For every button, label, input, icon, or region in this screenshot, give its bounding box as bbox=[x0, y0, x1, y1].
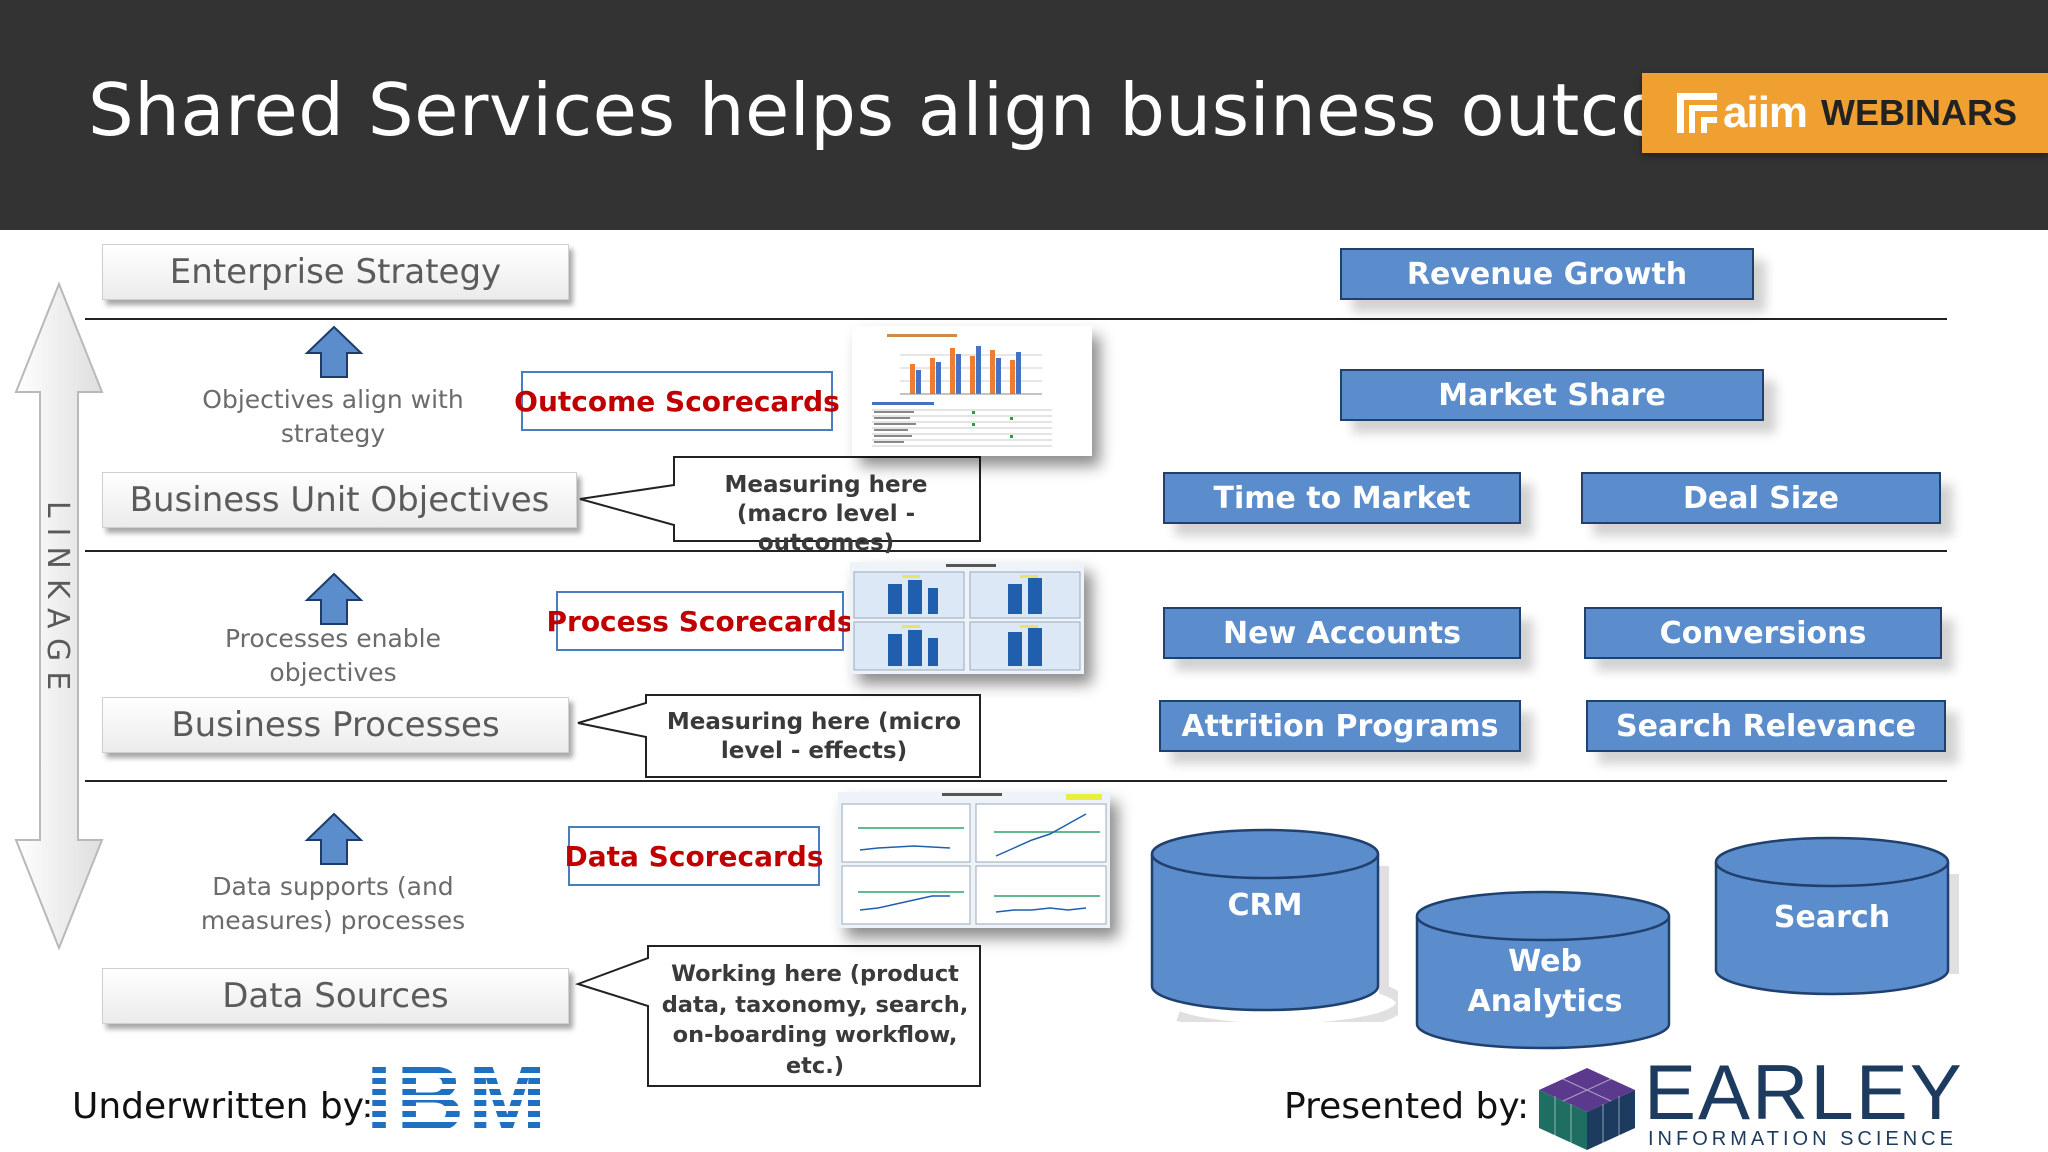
metric-deal-size: Deal Size bbox=[1581, 472, 1941, 524]
search-database-icon bbox=[1714, 836, 1959, 996]
aiim-webinars-logo: aiim WEBINARS bbox=[1642, 73, 2048, 153]
earley-logo-name: EARLEY bbox=[1644, 1048, 1964, 1136]
micro-callout-pointer bbox=[577, 694, 981, 778]
data-thumbnail-graphic bbox=[838, 792, 1110, 928]
up-arrow-icon bbox=[304, 572, 364, 625]
outcome-thumbnail-graphic bbox=[852, 326, 1092, 456]
metric-time-to-market: Time to Market bbox=[1163, 472, 1521, 524]
process-scorecard-thumbnail bbox=[850, 562, 1084, 674]
ibm-stripes bbox=[366, 1062, 576, 1133]
web-analytics-label: Web Analytics bbox=[1467, 944, 1623, 1019]
linkage-double-arrow bbox=[14, 281, 104, 951]
level-enterprise-strategy: Enterprise Strategy bbox=[102, 244, 569, 300]
caption-objectives: Objectives align with strategy bbox=[202, 385, 464, 448]
callout-macro: Measuring here (macro level - outcomes) bbox=[724, 472, 928, 556]
data-scorecard-thumbnail bbox=[838, 792, 1110, 928]
underwritten-by-label: Underwritten by: bbox=[72, 1086, 374, 1127]
outcome-scorecards-label: Outcome Scorecards bbox=[514, 371, 840, 431]
working-callout-pointer bbox=[574, 945, 981, 1087]
process-thumbnail-graphic bbox=[850, 562, 1084, 674]
macro-callout-pointer bbox=[579, 456, 981, 542]
metric-conversions: Conversions bbox=[1584, 607, 1942, 659]
linkage-label-wrap: LINKAGE bbox=[28, 490, 88, 710]
metric-market-share: Market Share bbox=[1340, 369, 1764, 421]
aiim-webinars-text: WEBINARS bbox=[1821, 92, 2018, 133]
caption-data: Data supports (and measures) processes bbox=[200, 872, 466, 935]
metric-search-relevance: Search Relevance bbox=[1586, 700, 1946, 752]
earley-logo-tagline: INFORMATION SCIENCE bbox=[1648, 1128, 1957, 1150]
earley-cube-icon bbox=[1539, 1068, 1635, 1150]
presented-by-label: Presented by: bbox=[1284, 1086, 1530, 1127]
aiim-logo-text: aiim bbox=[1723, 88, 1808, 137]
data-scorecards-label: Data Scorecards bbox=[565, 826, 824, 886]
metric-new-accounts: New Accounts bbox=[1163, 607, 1521, 659]
callout-working: Working here (product data, taxonomy, se… bbox=[661, 961, 969, 1079]
caption-processes: Processes enable objectives bbox=[225, 624, 441, 687]
up-arrow-icon bbox=[304, 812, 364, 865]
web-analytics-database-icon bbox=[1415, 890, 1671, 1050]
level-business-processes: Business Processes bbox=[102, 697, 569, 753]
divider-line bbox=[85, 550, 1947, 552]
up-arrow-icon bbox=[304, 325, 364, 378]
metric-attrition-programs: Attrition Programs bbox=[1159, 700, 1521, 752]
outcome-scorecard-thumbnail bbox=[852, 326, 1092, 456]
level-business-unit-objectives: Business Unit Objectives bbox=[102, 472, 577, 528]
divider-line bbox=[85, 780, 1947, 782]
metric-revenue-growth: Revenue Growth bbox=[1340, 248, 1754, 300]
crm-label: CRM bbox=[1227, 888, 1303, 923]
ibm-logo: IBM bbox=[366, 1054, 576, 1144]
callout-micro: Measuring here (micro level - effects) bbox=[666, 709, 962, 764]
slide-title: Shared Services helps align business out… bbox=[88, 68, 1818, 152]
linkage-label: LINKAGE bbox=[40, 500, 76, 700]
crm-database-icon bbox=[1150, 828, 1398, 1022]
divider-line bbox=[85, 318, 1947, 320]
process-scorecards-label: Process Scorecards bbox=[546, 591, 854, 651]
search-label: Search bbox=[1773, 900, 1891, 935]
level-data-sources: Data Sources bbox=[102, 968, 569, 1024]
aiim-mark-icon bbox=[1677, 93, 1717, 133]
